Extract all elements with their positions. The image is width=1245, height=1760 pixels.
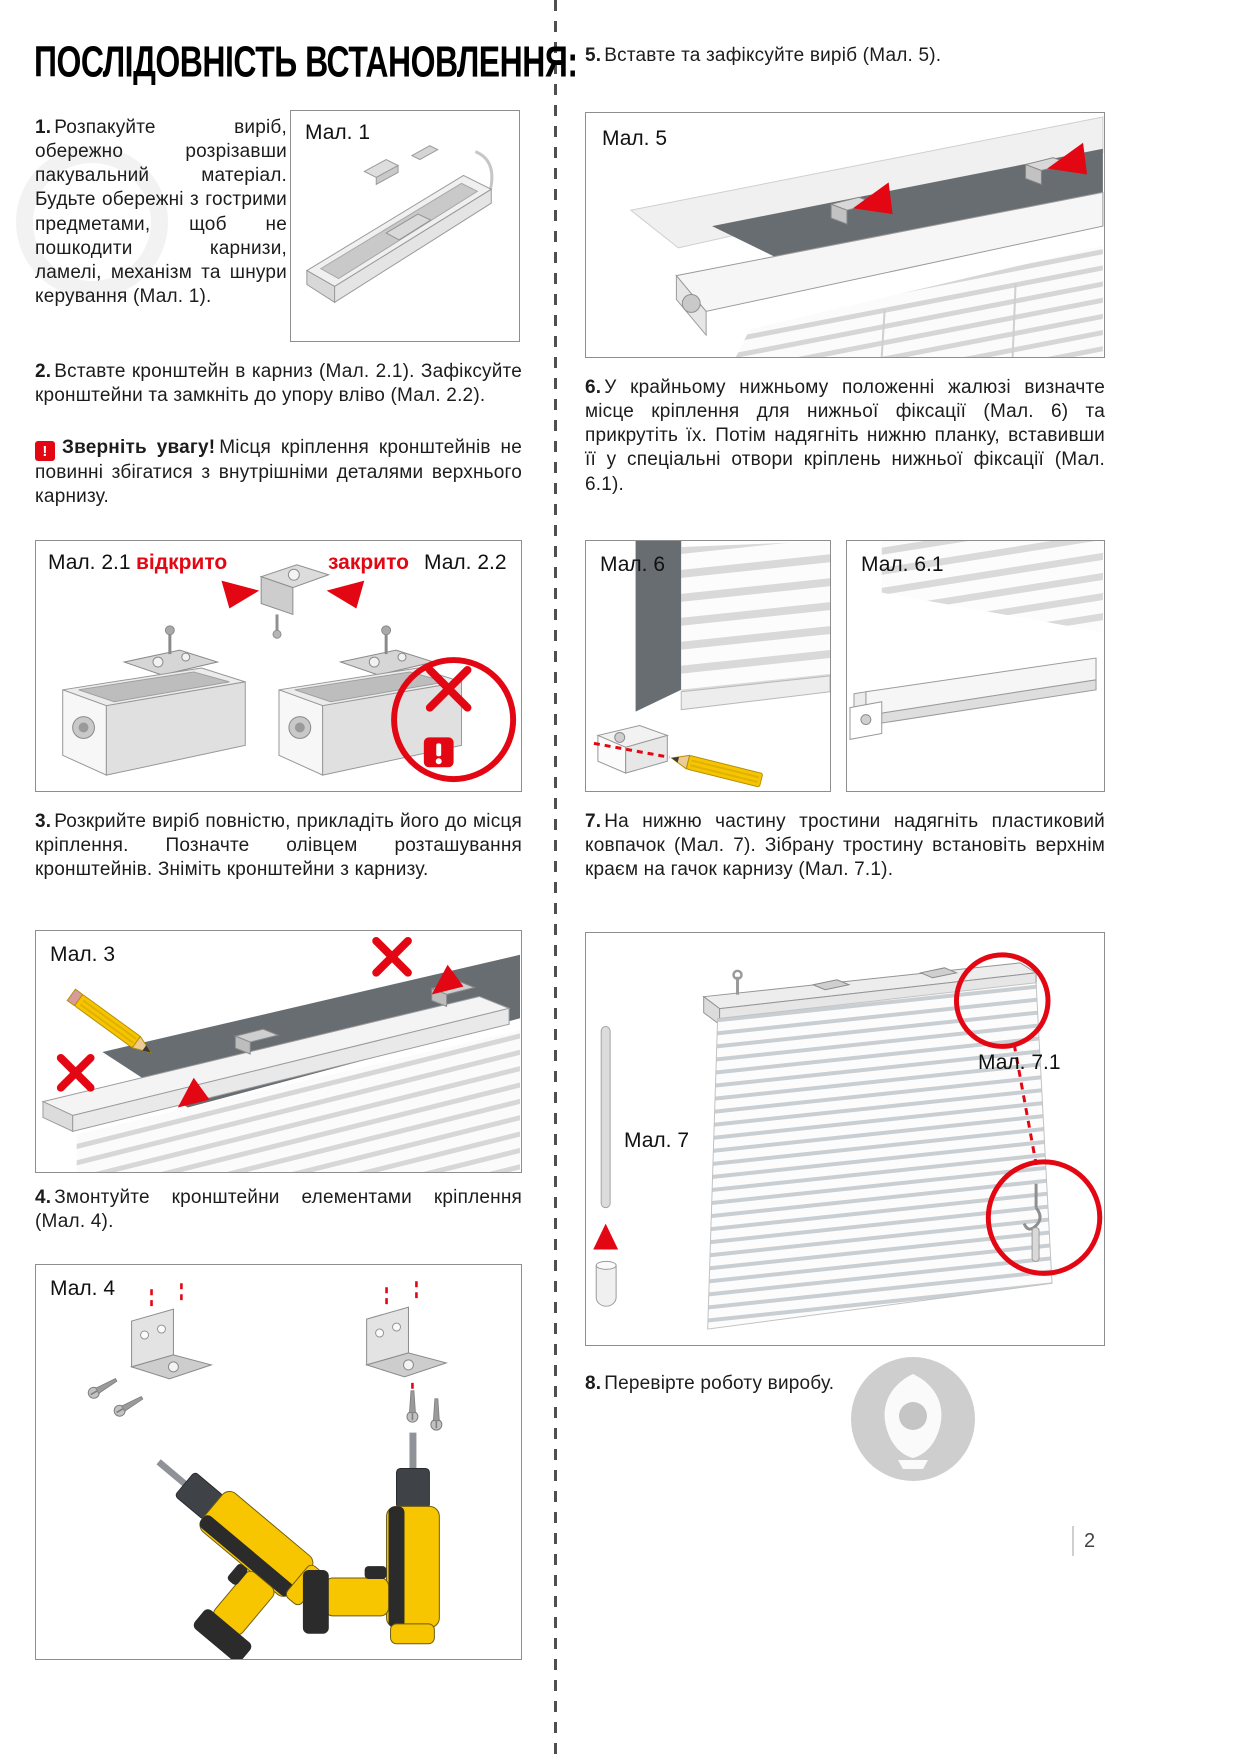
warning-title: Зверніть увагу! (62, 437, 216, 458)
figure-7: Мал. 7 Мал. 7.1 (585, 932, 1105, 1346)
step-8-text: Перевірте роботу виробу. (604, 1373, 835, 1394)
figure-6-1-label: Мал. 6.1 (861, 553, 944, 576)
step-8: 8.Перевірте роботу виробу. (585, 1372, 841, 1396)
figure-2-2-label: Мал. 2.2 (424, 551, 507, 574)
figure-6-label: Мал. 6 (600, 553, 666, 576)
step-4: 4.Змонтуйте кронштейни елементами кріпле… (35, 1186, 522, 1234)
step-7: 7.На нижню частину тростини надягніть пл… (585, 810, 1105, 882)
step-5-number: 5. (585, 45, 602, 66)
step-1-text: Розпакуйте виріб, обережно розрізавши па… (35, 117, 287, 307)
brand-watermark-logo (846, 1352, 980, 1486)
open-state-label: відкрито (136, 551, 228, 574)
step-4-number: 4. (35, 1187, 52, 1208)
step-2: 2.Вставте кронштейн в карниз (Мал. 2.1).… (35, 360, 522, 408)
brand-watermark-icon (851, 1357, 975, 1481)
step-1: 1.Розпакуйте виріб, обережно розрізавши … (35, 116, 287, 309)
page-title: ПОСЛІДОВНІСТЬ ВСТАНОВЛЕННЯ: (34, 38, 578, 87)
step-6-text: У крайньому нижньому положенні жалюзі ви… (585, 377, 1105, 495)
figure-6: Мал. 6 (585, 540, 831, 792)
figure-6-1-illustration (849, 541, 1103, 741)
step-6: 6.У крайньому нижньому положенні жалюзі … (585, 376, 1105, 497)
figure-3: Мал. 3 (35, 930, 522, 1173)
figure-4: Мал. 4 (35, 1264, 522, 1660)
figure-7-illustration (593, 952, 1103, 1330)
step-3-number: 3. (35, 811, 52, 832)
figure-5-illustration (629, 116, 1104, 357)
figure-2: Мал. 2.1 відкрито закрито Мал. 2.2 (35, 540, 522, 792)
step-1-number: 1. (35, 117, 52, 138)
step-7-number: 7. (585, 811, 602, 832)
step-3: 3.Розкрийте виріб повністю, прикладіть й… (35, 810, 522, 882)
figure-1: Мал. 1 (290, 110, 520, 342)
figure-4-illustration (85, 1281, 447, 1659)
step-5-text: Вставте та зафіксуйте виріб (Мал. 5). (604, 45, 942, 66)
warning-icon: ! (35, 441, 55, 461)
figure-1-illustration (305, 145, 494, 304)
figure-5-label: Мал. 5 (602, 127, 668, 150)
figure-2-1-label: Мал. 2.1 (48, 551, 131, 574)
column-divider (554, 0, 557, 1760)
step-2-number: 2. (35, 361, 52, 382)
figure-6-illustration (593, 541, 830, 788)
figure-5: Мал. 5 (585, 112, 1105, 358)
figure-3-illustration (41, 936, 520, 1172)
step-2-text: Вставте кронштейн в карниз (Мал. 2.1). З… (35, 361, 522, 407)
figure-6-1: Мал. 6.1 (846, 540, 1105, 792)
closed-state-label: закрито (328, 551, 409, 574)
step-7-text: На нижню частину тростини надягніть плас… (585, 811, 1105, 881)
step-5: 5.Вставте та зафіксуйте виріб (Мал. 5). (585, 44, 1105, 68)
warning-text: Місця кріплення кронштейнів не повинні з… (35, 437, 522, 508)
figure-3-label: Мал. 3 (50, 943, 116, 966)
step-4-text: Змонтуйте кронштейни елементами кріпленн… (35, 1187, 522, 1233)
step-8-number: 8. (585, 1373, 602, 1394)
page-number: 2 (1072, 1526, 1095, 1556)
figure-4-label: Мал. 4 (50, 1277, 116, 1300)
figure-7-1-label: Мал. 7.1 (978, 1051, 1061, 1074)
step-6-number: 6. (585, 377, 602, 398)
step-3-text: Розкрийте виріб повністю, прикладіть йог… (35, 811, 522, 881)
figure-2-illustration (61, 564, 517, 783)
figure-7-label: Мал. 7 (624, 1129, 690, 1152)
step-2-warning: ! Зверніть увагу!Місця кріплення кронштей… (35, 436, 522, 509)
figure-1-label: Мал. 1 (305, 121, 371, 144)
